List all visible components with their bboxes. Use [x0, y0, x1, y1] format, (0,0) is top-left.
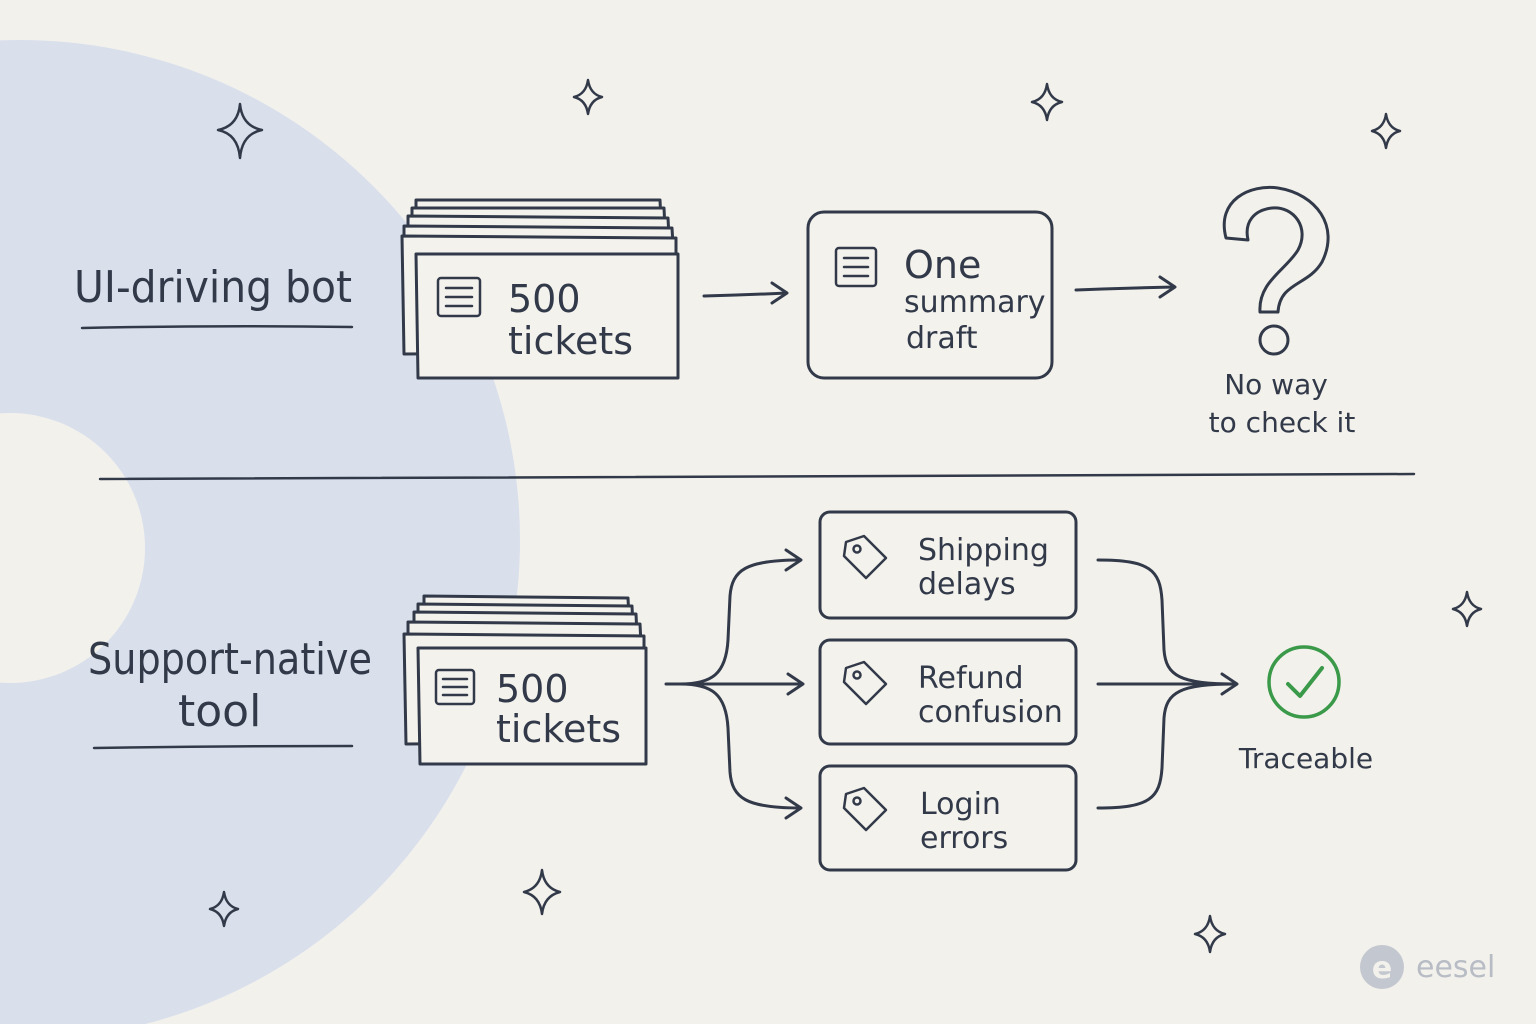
traceable-label: Traceable [1238, 742, 1373, 775]
arrow-right-icon [702, 281, 789, 305]
tag-icon [842, 534, 888, 580]
summary-line2: summary [904, 285, 1046, 320]
background-circle [0, 40, 520, 1024]
cluster-login-line2: errors [920, 821, 1008, 856]
document-icon [436, 276, 482, 318]
sparkle-icons [208, 78, 1483, 954]
row-label-underline [80, 324, 354, 330]
eesel-logo-text: eesel [1416, 950, 1495, 985]
ticket-count: 500 [508, 277, 581, 321]
document-icon [434, 668, 476, 706]
arrow-right-icon [1074, 275, 1177, 299]
sparkle-icon [572, 78, 604, 116]
ticket-stack-top [400, 198, 680, 380]
row-label-support-native: Support-native [88, 634, 372, 685]
cluster-box-shipping [818, 510, 1078, 620]
sparkle-icon [1370, 112, 1402, 150]
cluster-shipping-line1: Shipping [918, 533, 1049, 568]
ticket-count: 500 [496, 667, 569, 711]
sparkle-icon [216, 102, 264, 160]
sparkle-icon [208, 890, 240, 928]
cluster-box-login [818, 764, 1078, 872]
cluster-refund-line2: confusion [918, 695, 1063, 730]
summary-draft-box [806, 210, 1054, 380]
section-divider [98, 472, 1416, 481]
cluster-shipping-line2: delays [918, 567, 1016, 602]
background-circle-cutout [0, 413, 145, 683]
cluster-box-refund [818, 638, 1078, 746]
row-label-tool: tool [178, 686, 261, 737]
split-arrows [664, 548, 805, 820]
cluster-login-line1: Login [920, 787, 1001, 822]
document-icon [834, 246, 878, 288]
cluster-refund-line1: Refund [918, 661, 1024, 696]
no-way-line2: to check it [1209, 406, 1356, 439]
eesel-logo-mark: e [1372, 951, 1392, 986]
row-label-ui-bot: UI-driving bot [74, 262, 352, 313]
sparkle-icon [1451, 590, 1483, 628]
sparkle-icon [1193, 914, 1227, 954]
summary-line1: One [904, 243, 981, 287]
ticket-unit: tickets [508, 319, 633, 363]
row-label-underline [92, 744, 354, 750]
sparkle-icon [522, 868, 562, 916]
eesel-logo: e eesel [1360, 945, 1495, 989]
tag-icon [842, 660, 888, 706]
ticket-stack-bottom [402, 594, 648, 766]
tag-icon [842, 786, 888, 832]
no-way-line1: No way [1224, 368, 1328, 401]
ticket-unit: tickets [496, 707, 621, 751]
check-circle-icon [1267, 645, 1341, 719]
merge-arrows [1096, 558, 1239, 810]
summary-line3: draft [906, 321, 978, 356]
question-mark-icon [1222, 185, 1330, 356]
sparkle-icon [1030, 82, 1064, 122]
